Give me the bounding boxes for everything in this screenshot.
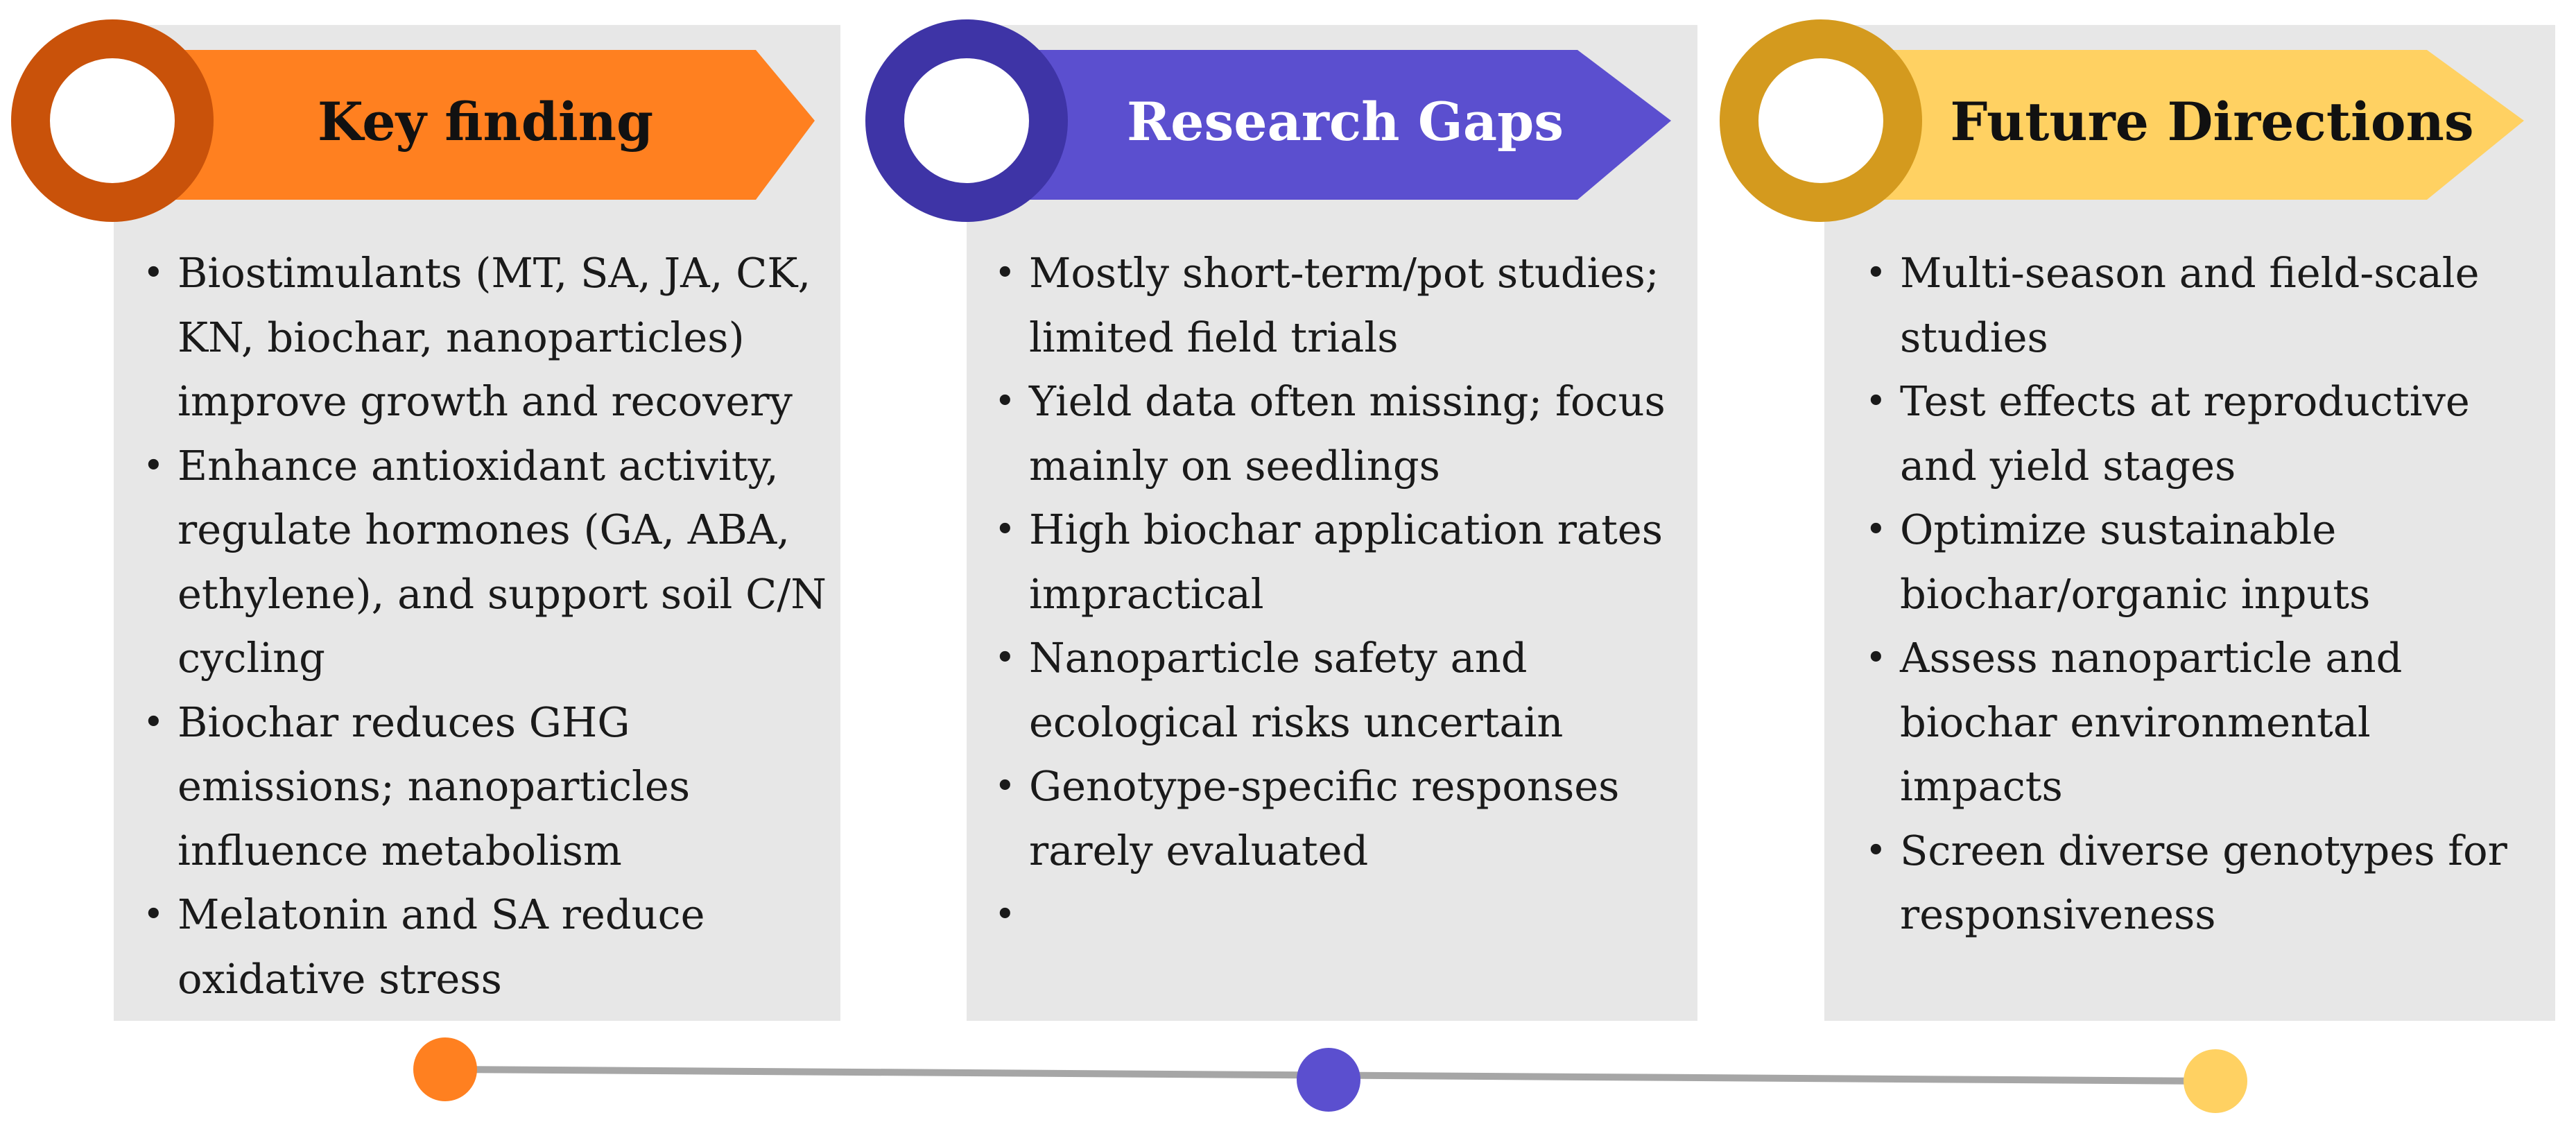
list-item: • Assess nanoparticle and biochar environ… <box>1865 626 2545 819</box>
bullet-marker: • <box>1865 829 1887 872</box>
research-gaps-arrow <box>971 50 1671 200</box>
bullet-marker: • <box>1865 509 1887 551</box>
future-directions-title: Future Directions <box>1950 91 2474 153</box>
research-gaps-list: • Mostly short-term/pot studies; limited … <box>994 241 1695 947</box>
key-finding-list: • Biostimulants (MT, SA, JA, CK, KN, bioc… <box>143 241 836 1011</box>
future-directions-ring <box>1720 19 1922 222</box>
bullet-marker: • <box>994 381 1016 422</box>
bullet-marker: • <box>994 894 1016 936</box>
bullet-marker: • <box>994 766 1016 807</box>
timeline <box>413 1037 2247 1113</box>
list-item: • High biochar application rates impracti… <box>994 498 1695 626</box>
bullet-marker: • <box>1865 637 1887 679</box>
list-item-text: Biochar reduces GHG emissions; nanoparti… <box>178 698 691 874</box>
list-item: • Multi-season and field-scale studies <box>1865 241 2545 370</box>
list-item: • Nanoparticle safety and ecological risk… <box>994 626 1695 755</box>
list-item: • Genotype-specific responses rarely eval… <box>994 755 1695 883</box>
list-item-text: Multi-season and field-scale studies <box>1900 249 2480 361</box>
timeline-dot-orange <box>413 1037 477 1101</box>
list-item: • Screen diverse genotypes for responsive… <box>1865 819 2545 947</box>
key-finding-arrow <box>111 50 815 200</box>
list-item-text: Assess nanoparticle and biochar environm… <box>1900 634 2403 810</box>
list-item: • Enhance antioxidant activity, regulate … <box>143 434 829 691</box>
list-item-text: High biochar application rates impractic… <box>1029 506 1663 618</box>
list-item: • Melatonin and SA reduce oxidative stres… <box>143 883 829 1011</box>
list-item-text: Screen diverse genotypes for responsiven… <box>1900 826 2507 939</box>
list-item-text: Nanoparticle safety and ecological risks… <box>1029 634 1564 746</box>
bullet-marker: • <box>143 894 164 936</box>
timeline-dot-purple <box>1297 1048 1360 1112</box>
list-item: • Optimize sustainable biochar/organic in… <box>1865 498 2545 626</box>
bullet-marker: • <box>143 252 164 294</box>
research-gaps-ring <box>865 19 1068 222</box>
list-item-text: Mostly short-term/pot studies; limited f… <box>1029 249 1659 361</box>
bullet-marker: • <box>1865 252 1887 294</box>
list-item-text: Melatonin and SA reduce oxidative stress <box>178 890 705 1003</box>
list-item-text: Optimize sustainable biochar/organic inp… <box>1900 506 2371 618</box>
list-item: • Yield data often missing; focus mainly … <box>994 370 1695 498</box>
bullet-marker: • <box>143 701 164 743</box>
research-gaps-title: Research Gaps <box>1126 91 1564 153</box>
list-item: • Biostimulants (MT, SA, JA, CK, KN, bioc… <box>143 241 829 434</box>
future-directions-list: • Multi-season and field-scale studies • T… <box>1865 241 2552 947</box>
list-item-text: Genotype-specific responses rarely evalu… <box>1029 762 1620 874</box>
list-item-text: Test effects at reproductive and yield s… <box>1900 377 2470 490</box>
bullet-marker: • <box>1865 381 1887 422</box>
list-item-text: Enhance antioxidant activity, regulate h… <box>178 441 827 682</box>
future-directions-arrow <box>1824 50 2524 200</box>
banner-graphics <box>11 19 2524 222</box>
bullet-marker: • <box>994 509 1016 551</box>
timeline-dot-yellow <box>2184 1049 2247 1113</box>
bullet-marker: • <box>143 445 164 487</box>
list-item: • Test effects at reproductive and yield … <box>1865 370 2545 498</box>
list-item: • Mostly short-term/pot studies; limited … <box>994 241 1695 370</box>
list-item: • Biochar reduces GHG emissions; nanopart… <box>143 691 829 884</box>
list-item-text: Biostimulants (MT, SA, JA, CK, KN, bioch… <box>178 249 811 425</box>
list-item: •​ <box>994 883 1695 947</box>
bullet-marker: • <box>994 252 1016 294</box>
list-item-text: Yield data often missing; focus mainly o… <box>1029 377 1666 490</box>
bullet-marker: • <box>994 637 1016 679</box>
key-finding-ring <box>11 19 214 222</box>
key-finding-title: Key finding <box>317 91 654 153</box>
